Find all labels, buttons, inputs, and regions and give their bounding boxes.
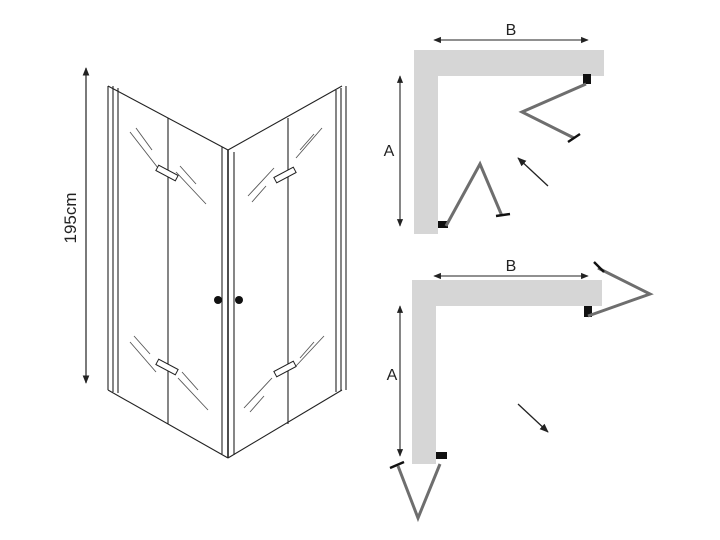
- door-knob-icon: [214, 296, 222, 304]
- glass-reflections: [129, 127, 325, 413]
- hinge-icon: [155, 164, 179, 182]
- left-glass-panel: [107, 85, 229, 459]
- door-knob-icon: [235, 296, 243, 304]
- right-glass-panel: [227, 85, 347, 459]
- hinge-block: [438, 221, 448, 228]
- wall-corner: [412, 280, 602, 464]
- elevation-view: 195cm: [61, 67, 347, 459]
- hinge-block: [583, 74, 591, 84]
- bottom-door-leaf-folded: [444, 160, 504, 227]
- bottom-door-leaf-folded: [396, 463, 442, 523]
- dimension-a-label: A: [384, 143, 395, 160]
- hinge-icon: [155, 358, 179, 376]
- hinge-block: [436, 452, 447, 459]
- height-label: 195cm: [61, 192, 80, 243]
- opening-direction-arrow: [517, 403, 549, 433]
- dimension-b-label: B: [506, 258, 517, 275]
- hinge-icon: [273, 360, 297, 378]
- hinge-icon: [273, 166, 297, 184]
- opening-direction-arrow: [517, 157, 549, 187]
- plan-outward-opening: B A: [387, 258, 654, 523]
- right-door-leaf-folded: [518, 82, 587, 140]
- dimension-a-label: A: [387, 367, 398, 384]
- wall-corner: [414, 50, 604, 234]
- dimension-b-label: B: [506, 22, 517, 39]
- hinge-block: [584, 306, 592, 317]
- plan-inward-opening: B A: [384, 22, 604, 234]
- hinges: [155, 164, 297, 378]
- right-door-leaf-folded: [587, 266, 654, 318]
